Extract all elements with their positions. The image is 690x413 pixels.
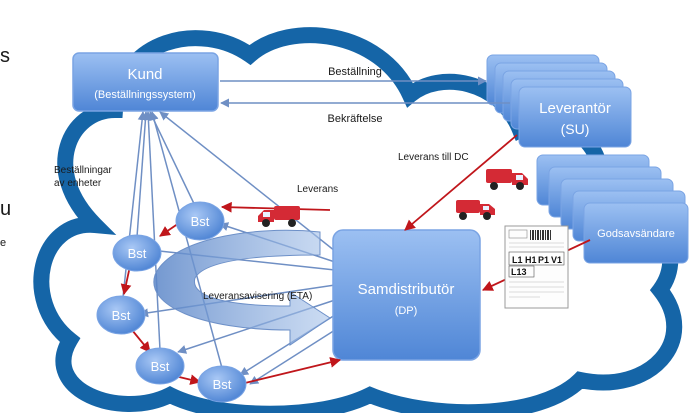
- kund-title: Kund: [127, 66, 162, 83]
- svg-text:Bst: Bst: [128, 246, 147, 261]
- leverans-label: Leverans: [297, 184, 338, 195]
- bestallningar-label-line1: Beställningar: [54, 165, 112, 176]
- svg-text:Bst: Bst: [151, 359, 170, 374]
- bst-node: Bst: [175, 201, 225, 241]
- samdistributor-subtitle: (DP): [395, 305, 418, 317]
- leverantor-title: Leverantör: [539, 100, 611, 117]
- leverantor-subtitle: (SU): [561, 121, 590, 137]
- edge-fragment-u: u: [0, 198, 11, 220]
- bst-node: Bst: [135, 347, 185, 385]
- godsavsandare-stack: Godsavsändare: [536, 154, 689, 264]
- samdistributor-title: Samdistributör: [358, 281, 455, 298]
- truck-icon: [456, 200, 495, 220]
- label-cell: L13: [511, 267, 527, 277]
- leverantor-stack: Leverantör (SU): [486, 54, 632, 148]
- truck-icon: [258, 206, 300, 227]
- shipping-label-document: L1 H1 P1 V1 L13: [504, 225, 569, 309]
- svg-text:Bst: Bst: [213, 377, 232, 392]
- leveransavisering-label: Leveransavisering (ETA): [203, 291, 312, 302]
- bestallning-label: Beställning: [328, 66, 382, 78]
- samdistributor-box: Samdistributör (DP): [332, 229, 481, 361]
- bst-node: Bst: [96, 295, 146, 335]
- bst-node: Bst: [112, 234, 162, 272]
- swirl-arrow: [153, 229, 331, 346]
- svg-text:Bst: Bst: [191, 214, 210, 229]
- bekraftelse-label: Bekräftelse: [327, 113, 382, 125]
- kund-box: Kund (Beställningssystem): [72, 52, 219, 112]
- godsavsandare-box: [583, 202, 689, 264]
- label-cell: V1: [551, 255, 562, 265]
- svg-text:Bst: Bst: [112, 308, 131, 323]
- label-cell: H1: [525, 255, 537, 265]
- leverans-till-dc-label: Leverans till DC: [398, 152, 469, 163]
- edge-fragment-s: s: [0, 45, 10, 67]
- bst-node: Bst: [197, 365, 247, 403]
- edge-fragment-e: e: [0, 237, 6, 249]
- label-cell: L1: [512, 255, 523, 265]
- kund-subtitle: (Beställningssystem): [94, 89, 195, 101]
- truck-icon: [486, 169, 528, 190]
- bestallningar-label-line2: av enheter: [54, 178, 102, 189]
- leverantor-box: [518, 86, 632, 148]
- label-cell: P1: [538, 255, 549, 265]
- godsavsandare-label: Godsavsändare: [597, 228, 675, 240]
